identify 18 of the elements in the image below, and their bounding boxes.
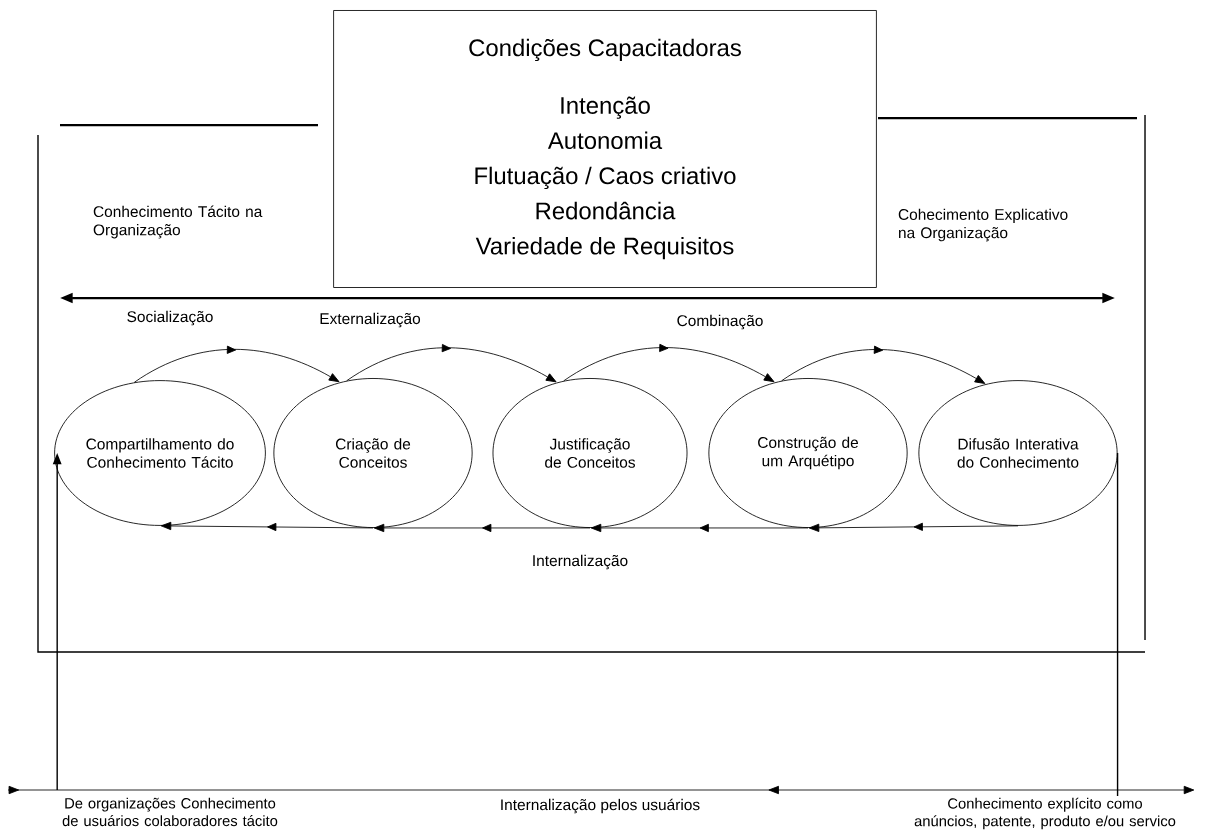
arrow <box>133 345 340 383</box>
note-text: De organizações Conhecimento de usuários colaboradores tácito <box>62 797 278 827</box>
arrow <box>373 523 591 533</box>
arrow <box>808 522 1019 532</box>
stage-label: Combinação <box>677 314 763 330</box>
conditions-box: Condições Capacitadoras Intenção Autonomia Flutuação / Caos criativo Redondância Variedade de Requisitos <box>333 10 877 288</box>
arrow <box>160 521 374 532</box>
arrow <box>563 343 775 383</box>
axis-label: Cohecimento Explicativo na Organização <box>898 208 1068 242</box>
arrow <box>781 345 986 384</box>
arrow <box>590 523 809 533</box>
note-text: Conhecimento explícito como anúncios, patente, produto e/ou servico <box>914 797 1176 830</box>
stage-label: Internalização <box>533 554 628 570</box>
axis-label: Conhecimento Tácito na Organização <box>93 205 263 239</box>
stage-label: Internalização pelos usuários <box>501 798 700 814</box>
stage-label: Externalização <box>320 312 421 328</box>
stage-label: Socialização <box>127 310 213 326</box>
arrow <box>346 343 557 383</box>
